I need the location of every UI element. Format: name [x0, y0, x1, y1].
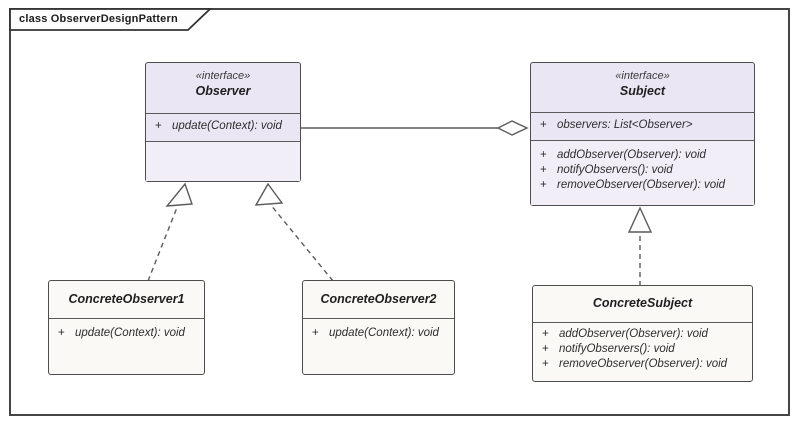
member-row: + notifyObservers(): void — [533, 341, 752, 356]
visibility-label: + — [155, 120, 162, 132]
operations-compartment: + update(Context): void — [49, 318, 204, 374]
member-row: + removeObserver(Observer): void — [531, 177, 754, 192]
visibility-label: + — [540, 149, 547, 161]
class-header: ConcreteObserver2 — [303, 281, 454, 318]
class-name: Subject — [619, 84, 666, 98]
class-name: Observer — [195, 84, 251, 98]
member-row: + notifyObservers(): void — [531, 162, 754, 177]
realization-triangle-icon-co1 — [165, 182, 193, 207]
diagram-title: class ObserverDesignPattern — [19, 13, 178, 25]
member-signature: removeObserver(Observer): void — [557, 179, 726, 191]
visibility-label: + — [58, 327, 65, 339]
class-header: ConcreteObserver1 — [49, 281, 204, 318]
member-signature: removeObserver(Observer): void — [559, 358, 728, 370]
class-name: ConcreteSubject — [592, 296, 693, 310]
class-box-concrete-observer1[interactable]: ConcreteObserver1 + update(Context): voi… — [48, 280, 205, 375]
class-name: ConcreteObserver1 — [68, 292, 185, 306]
class-header: ConcreteSubject — [533, 286, 752, 322]
member-signature: addObserver(Observer): void — [559, 328, 708, 340]
visibility-label: + — [542, 343, 549, 355]
class-box-concrete-subject[interactable]: ConcreteSubject + addObserver(Observer):… — [532, 285, 753, 382]
member-signature: update(Context): void — [172, 120, 282, 132]
visibility-label: + — [540, 119, 547, 131]
empty-compartment — [146, 141, 300, 181]
realization-triangle-icon-co2 — [254, 182, 284, 206]
member-row: + update(Context): void — [303, 319, 454, 340]
class-name: ConcreteObserver2 — [320, 292, 437, 306]
realization-triangle-icon-cs — [627, 206, 653, 233]
class-box-subject[interactable]: «interface» Subject + observers: List<Ob… — [530, 62, 755, 206]
visibility-label: + — [542, 328, 549, 340]
operations-compartment: + update(Context): void — [303, 318, 454, 374]
member-row: + update(Context): void — [49, 319, 204, 340]
operations-compartment: + update(Context): void — [146, 113, 300, 141]
stereotype-label: «interface» — [195, 70, 251, 82]
member-signature: update(Context): void — [75, 327, 185, 339]
class-header-observer: «interface» Observer — [146, 63, 300, 113]
visibility-label: + — [312, 327, 319, 339]
member-row: + update(Context): void — [146, 114, 300, 133]
member-signature: notifyObservers(): void — [557, 164, 673, 176]
aggregation-diamond-icon — [496, 120, 529, 136]
member-row: + addObserver(Observer): void — [531, 147, 754, 162]
member-row: + addObserver(Observer): void — [533, 326, 752, 341]
realization-line-co2 — [269, 203, 334, 282]
class-box-observer[interactable]: «interface» Observer + update(Context): … — [145, 62, 301, 182]
frame-title-tab — [9, 8, 213, 31]
member-signature: addObserver(Observer): void — [557, 149, 706, 161]
realization-line-co1 — [147, 204, 179, 282]
diagram-frame — [9, 8, 790, 416]
member-signature: update(Context): void — [329, 327, 439, 339]
visibility-label: + — [540, 164, 547, 176]
class-header-subject: «interface» Subject — [531, 63, 754, 112]
member-signature: notifyObservers(): void — [559, 343, 675, 355]
member-row: + observers: List<Observer> — [531, 113, 754, 132]
visibility-label: + — [540, 179, 547, 191]
member-row: + removeObserver(Observer): void — [533, 356, 752, 371]
stereotype-label: «interface» — [615, 70, 670, 82]
attributes-compartment: + observers: List<Observer> — [531, 112, 754, 140]
class-box-concrete-observer2[interactable]: ConcreteObserver2 + update(Context): voi… — [302, 280, 455, 375]
operations-compartment: + addObserver(Observer): void + notifyOb… — [531, 140, 754, 205]
member-signature: observers: List<Observer> — [557, 119, 693, 131]
operations-compartment: + addObserver(Observer): void + notifyOb… — [533, 322, 752, 381]
visibility-label: + — [542, 358, 549, 370]
